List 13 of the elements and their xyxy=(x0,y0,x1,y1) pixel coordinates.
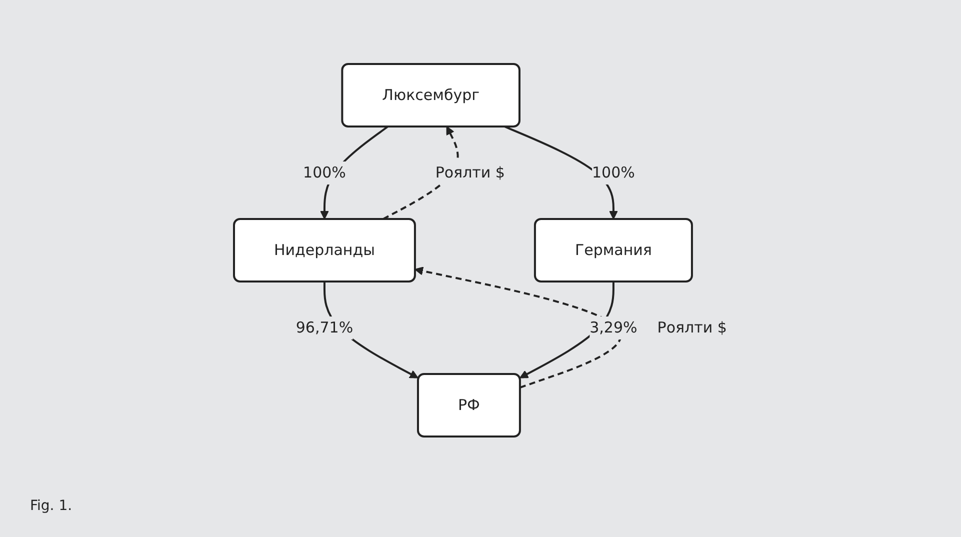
edge-label: 96,71% xyxy=(296,318,354,336)
node-box: Люксембург xyxy=(341,62,520,128)
edge-label: Роялти $ xyxy=(657,318,727,336)
arrow xyxy=(504,125,618,220)
edge-label: 100% xyxy=(592,163,635,182)
arrow xyxy=(414,266,622,388)
node-box: Германия xyxy=(534,218,693,282)
node-box: Нидерланды xyxy=(233,218,416,282)
edge-label: 3,29% xyxy=(590,318,638,336)
edge-label: 100% xyxy=(303,163,346,182)
caption: Fig. 1. xyxy=(30,498,72,514)
edge-label: Роялти $ xyxy=(435,163,506,182)
node-box: РФ xyxy=(417,372,521,438)
